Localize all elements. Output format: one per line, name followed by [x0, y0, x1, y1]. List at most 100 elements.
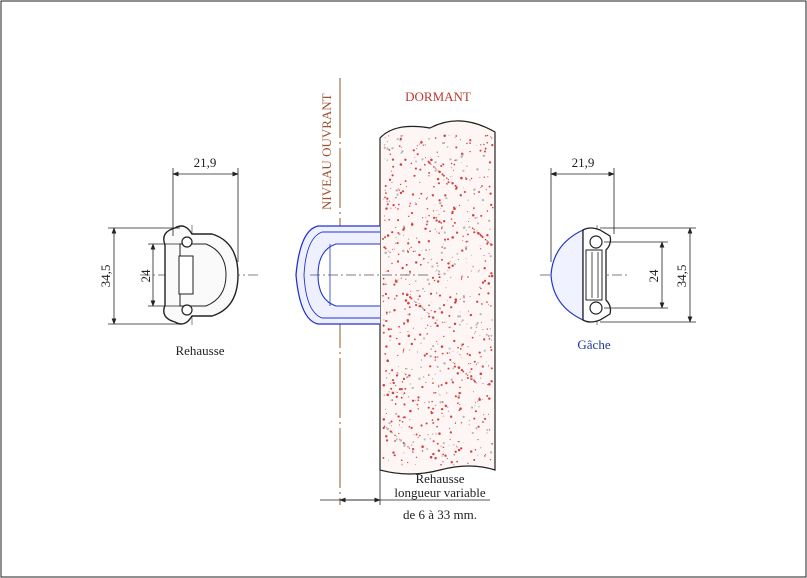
speckle-dot — [388, 459, 389, 461]
speckle-dot — [438, 386, 440, 388]
speckle-dot — [391, 181, 393, 184]
speckle-dot — [399, 419, 401, 422]
speckle-dot — [447, 367, 450, 370]
speckle-dot — [384, 247, 387, 250]
speckle-dot — [477, 362, 479, 364]
speckle-dot — [391, 174, 394, 177]
speckle-dot — [458, 204, 461, 207]
speckle-dot — [386, 313, 388, 315]
speckle-dot — [387, 255, 390, 258]
speckle-dot — [395, 337, 398, 340]
speckle-dot — [470, 177, 473, 180]
speckle-dot — [475, 326, 478, 329]
speckle-dot — [422, 287, 424, 290]
speckle-dot — [434, 228, 437, 231]
speckle-dot — [422, 259, 424, 261]
speckle-dot — [449, 431, 453, 434]
speckle-dot — [384, 236, 387, 239]
right-inner-height-dimension: 24 — [604, 241, 668, 309]
speckle-dot — [450, 162, 453, 165]
left-width-dimension: 21,9 — [172, 155, 239, 262]
speckle-dot — [437, 343, 439, 345]
speckle-dot — [466, 376, 469, 380]
speckle-dot — [443, 272, 446, 276]
speckle-dot — [488, 219, 491, 222]
speckle-dot — [406, 375, 409, 379]
speckle-dot — [454, 421, 457, 423]
speckle-dot — [448, 347, 451, 350]
speckle-dot — [443, 231, 446, 234]
speckle-dot — [384, 184, 387, 188]
speckle-dot — [488, 275, 491, 278]
speckle-dot — [443, 142, 445, 144]
speckle-dot — [470, 368, 473, 371]
speckle-dot — [451, 381, 454, 384]
speckle-dot — [411, 444, 413, 446]
speckle-dot — [392, 451, 395, 454]
speckle-dot — [399, 163, 403, 166]
speckle-dot — [434, 356, 437, 359]
speckle-dot — [400, 396, 403, 399]
speckle-dot — [402, 377, 406, 381]
speckle-dot — [385, 270, 387, 272]
speckle-dot — [443, 179, 445, 181]
speckle-dot — [410, 162, 413, 165]
speckle-dot — [480, 322, 482, 324]
speckle-dot — [388, 178, 392, 181]
speckle-dot — [458, 391, 461, 395]
speckle-dot — [484, 135, 487, 137]
speckle-dot — [414, 261, 418, 264]
speckle-dot — [488, 383, 491, 386]
speckle-dot — [488, 161, 492, 164]
speckle-dot — [468, 226, 471, 229]
speckle-dot — [491, 143, 494, 147]
speckle-dot — [458, 323, 461, 326]
speckle-dot — [382, 456, 385, 459]
speckle-dot — [463, 295, 465, 297]
speckle-dot — [407, 446, 409, 448]
speckle-dot — [392, 381, 395, 385]
speckle-dot — [453, 263, 456, 266]
speckle-dot — [471, 431, 474, 435]
speckle-dot — [469, 371, 471, 373]
speckle-dot — [441, 226, 443, 228]
speckle-dot — [477, 425, 480, 428]
speckle-dot — [457, 402, 459, 405]
speckle-dot — [482, 329, 484, 330]
speckle-dot — [415, 203, 417, 205]
speckle-dot — [480, 287, 482, 290]
speckle-dot — [469, 142, 471, 144]
speckle-dot — [426, 278, 430, 281]
speckle-dot — [434, 137, 437, 139]
speckle-dot — [465, 177, 467, 179]
speckle-dot — [430, 158, 433, 162]
speckle-dot — [476, 168, 479, 171]
speckle-dot — [477, 322, 479, 324]
speckle-dot — [433, 166, 435, 168]
right-outer-height-value: 34,5 — [674, 265, 689, 288]
speckle-dot — [474, 330, 477, 333]
speckle-dot — [430, 411, 433, 415]
speckle-dot — [476, 217, 478, 219]
speckle-dot — [455, 135, 458, 137]
speckle-dot — [408, 349, 411, 351]
speckle-dot — [407, 301, 410, 305]
speckle-dot — [409, 293, 411, 295]
speckle-dot — [437, 182, 440, 185]
speckle-dot — [396, 260, 400, 263]
speckle-dot — [480, 356, 482, 358]
speckle-dot — [447, 178, 449, 181]
speckle-dot — [457, 394, 461, 398]
speckle-dot — [486, 134, 489, 137]
speckle-dot — [384, 246, 386, 248]
speckle-dot — [490, 274, 494, 278]
speckle-dot — [447, 269, 449, 272]
speckle-dot — [449, 326, 452, 328]
speckle-dot — [446, 299, 449, 302]
speckle-dot — [423, 354, 426, 357]
speckle-dot — [417, 298, 419, 300]
speckle-dot — [438, 432, 441, 435]
speckle-dot — [480, 144, 482, 146]
speckle-dot — [429, 438, 431, 440]
